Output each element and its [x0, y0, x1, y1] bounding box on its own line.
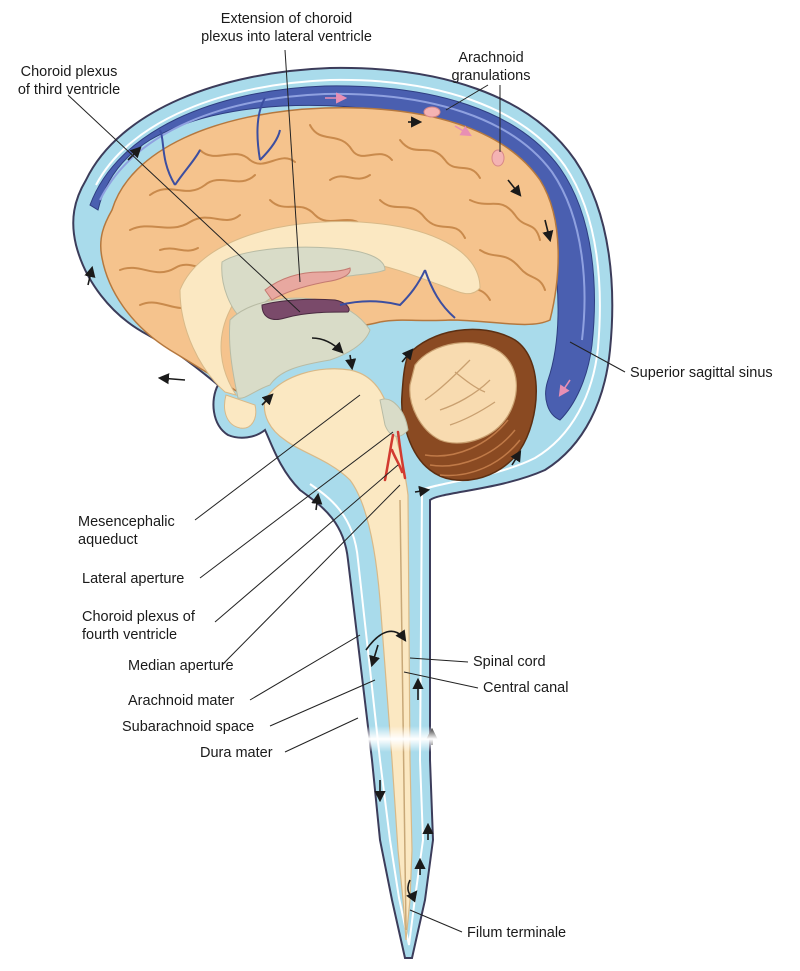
arachnoid-mater-line [95, 78, 601, 946]
cerebellum-folia [424, 419, 521, 477]
label-mesencephalic-aqueduct: Mesencephalic aqueduct [78, 514, 175, 548]
leader-lines [67, 49, 626, 933]
choroid-plexus-third [261, 298, 350, 320]
pituitary [224, 394, 257, 429]
venous-flow-arrows [325, 92, 571, 397]
cerebellum-arbor [409, 341, 517, 444]
central-canal [399, 499, 407, 931]
csf-flow-arrows [84, 116, 554, 903]
label-choroid-plexus-third-ventricle: Choroid plexus of third ventricle [17, 64, 121, 98]
label-superior-sagittal-sinus: Superior sagittal sinus [630, 365, 773, 381]
label-subarachnoid-space: Subarachnoid space [122, 719, 255, 735]
label-arachnoid-granulations: Arachnoid granulations [451, 50, 531, 84]
label-dura-mater: Dura mater [200, 745, 273, 761]
label-choroid-plexus-fourth-ventricle: Choroid plexus of fourth ventricle [82, 609, 195, 643]
label-central-canal: Central canal [483, 680, 569, 696]
label-median-aperture: Median aperture [128, 658, 234, 674]
cerebral-veins [159, 97, 456, 319]
label-lateral-aperture: Lateral aperture [82, 571, 185, 587]
arachnoid-granulations [423, 106, 505, 167]
label-spinal-cord: Spinal cord [473, 654, 546, 670]
label-filum-terminale: Filum terminale [467, 925, 567, 941]
choroid-plexus-lateral [264, 267, 351, 301]
label-arachnoid-mater: Arachnoid mater [128, 693, 235, 709]
choroid-plexus-fourth [383, 430, 407, 482]
cerebellum-branches [424, 359, 496, 426]
superior-sagittal-sinus [89, 85, 595, 421]
label-extension-of-choroid-plexus: Extension of choroid plexus into lateral… [201, 11, 372, 45]
spinal-break [340, 726, 450, 752]
fourth-ventricle [379, 398, 409, 437]
